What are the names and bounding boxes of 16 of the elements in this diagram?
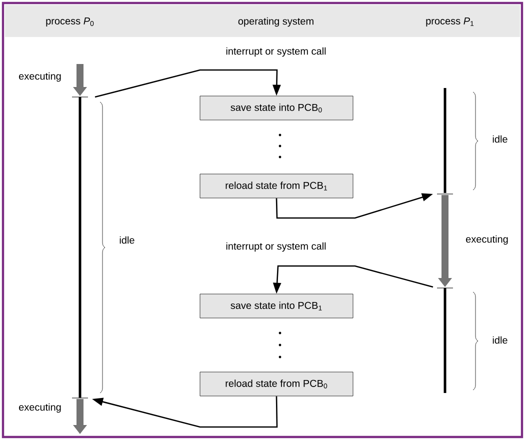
state-label: executing xyxy=(19,72,61,82)
edge-label: interrupt or system call xyxy=(224,46,328,58)
state-label: idle xyxy=(120,236,134,244)
state-label: idle xyxy=(492,135,508,143)
column-header: process P$_{0}$ xyxy=(46,18,94,26)
arrow xyxy=(94,69,281,98)
state-label: executing xyxy=(466,235,508,245)
column-header: operating system xyxy=(238,17,314,27)
state-label: executing xyxy=(19,403,61,413)
process-box: reload state from PCB$_{1}$ xyxy=(200,174,354,198)
state-label: idle xyxy=(492,336,508,344)
process-box: save state into PCB$_{1}$ xyxy=(200,294,354,318)
edge-label: interrupt or system call xyxy=(224,241,328,253)
column-header: process P$_{1}$ xyxy=(426,18,474,26)
process-box: reload state from PCB$_{0}$ xyxy=(200,372,354,396)
process-box: save state into PCB$_{0}$ xyxy=(200,96,354,120)
